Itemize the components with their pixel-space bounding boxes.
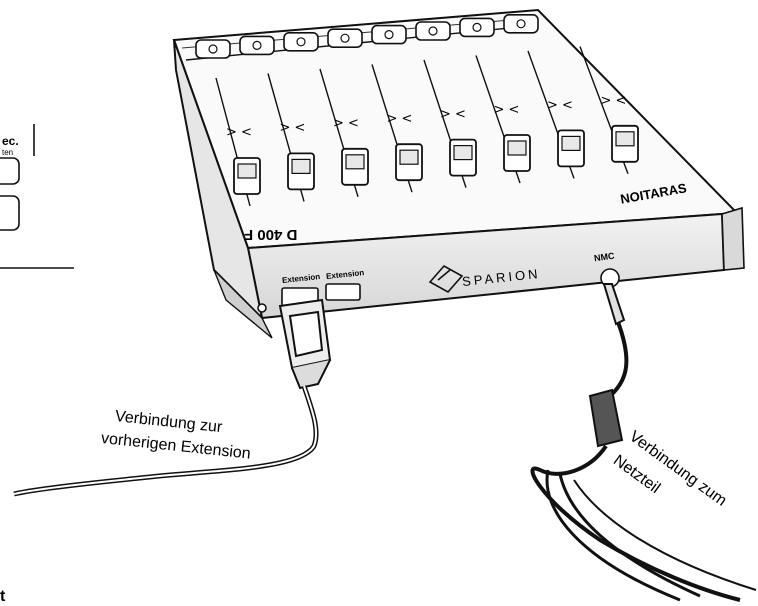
fader-arrow-icon: > < [547,98,573,113]
knob-icon [503,14,539,34]
power-cable [530,283,757,602]
knob-icon [195,39,231,59]
fader-arrow-icon: > < [494,103,520,118]
knob-icon [239,35,275,56]
fader-arrow-icon: > < [226,125,252,140]
fader-slider: > < [579,46,639,175]
fader-slider: > < [319,68,369,197]
fader-slider: > < [215,77,261,207]
fader-arrow-icon: > < [280,121,306,136]
bottom-fragment-label: t [0,588,6,605]
fader-slider: > < [423,59,477,188]
knob-row [195,14,539,59]
fader-arrow-icon: > < [387,112,413,127]
knob-icon [283,31,319,52]
fader-arrow-icon: > < [333,116,359,131]
mixer-device [172,8,745,339]
fader-slider: > < [527,50,585,179]
knob-icon [415,21,451,41]
fader-slider: > < [371,64,423,193]
usb-cable [13,298,332,497]
left-fragment-sub-label: ten [2,148,14,157]
screw-icon [257,303,267,313]
left-fragment-top-label: ec. [2,134,19,148]
fader-slider: > < [475,55,531,184]
fader-slider: > < [267,73,315,202]
fader-row: > < > < > < > < > < > < > < > < [215,46,639,207]
extension-port-right [325,283,361,301]
knob-icon [327,28,363,49]
fader-arrow-icon: > < [601,94,627,109]
left-panel-fragment [0,124,74,269]
sparion-logo-icon [428,264,464,294]
knob-icon [459,17,495,38]
fader-arrow-icon: > < [440,107,466,122]
device-model-label: D 400 F [244,226,298,243]
knob-icon [371,24,407,45]
